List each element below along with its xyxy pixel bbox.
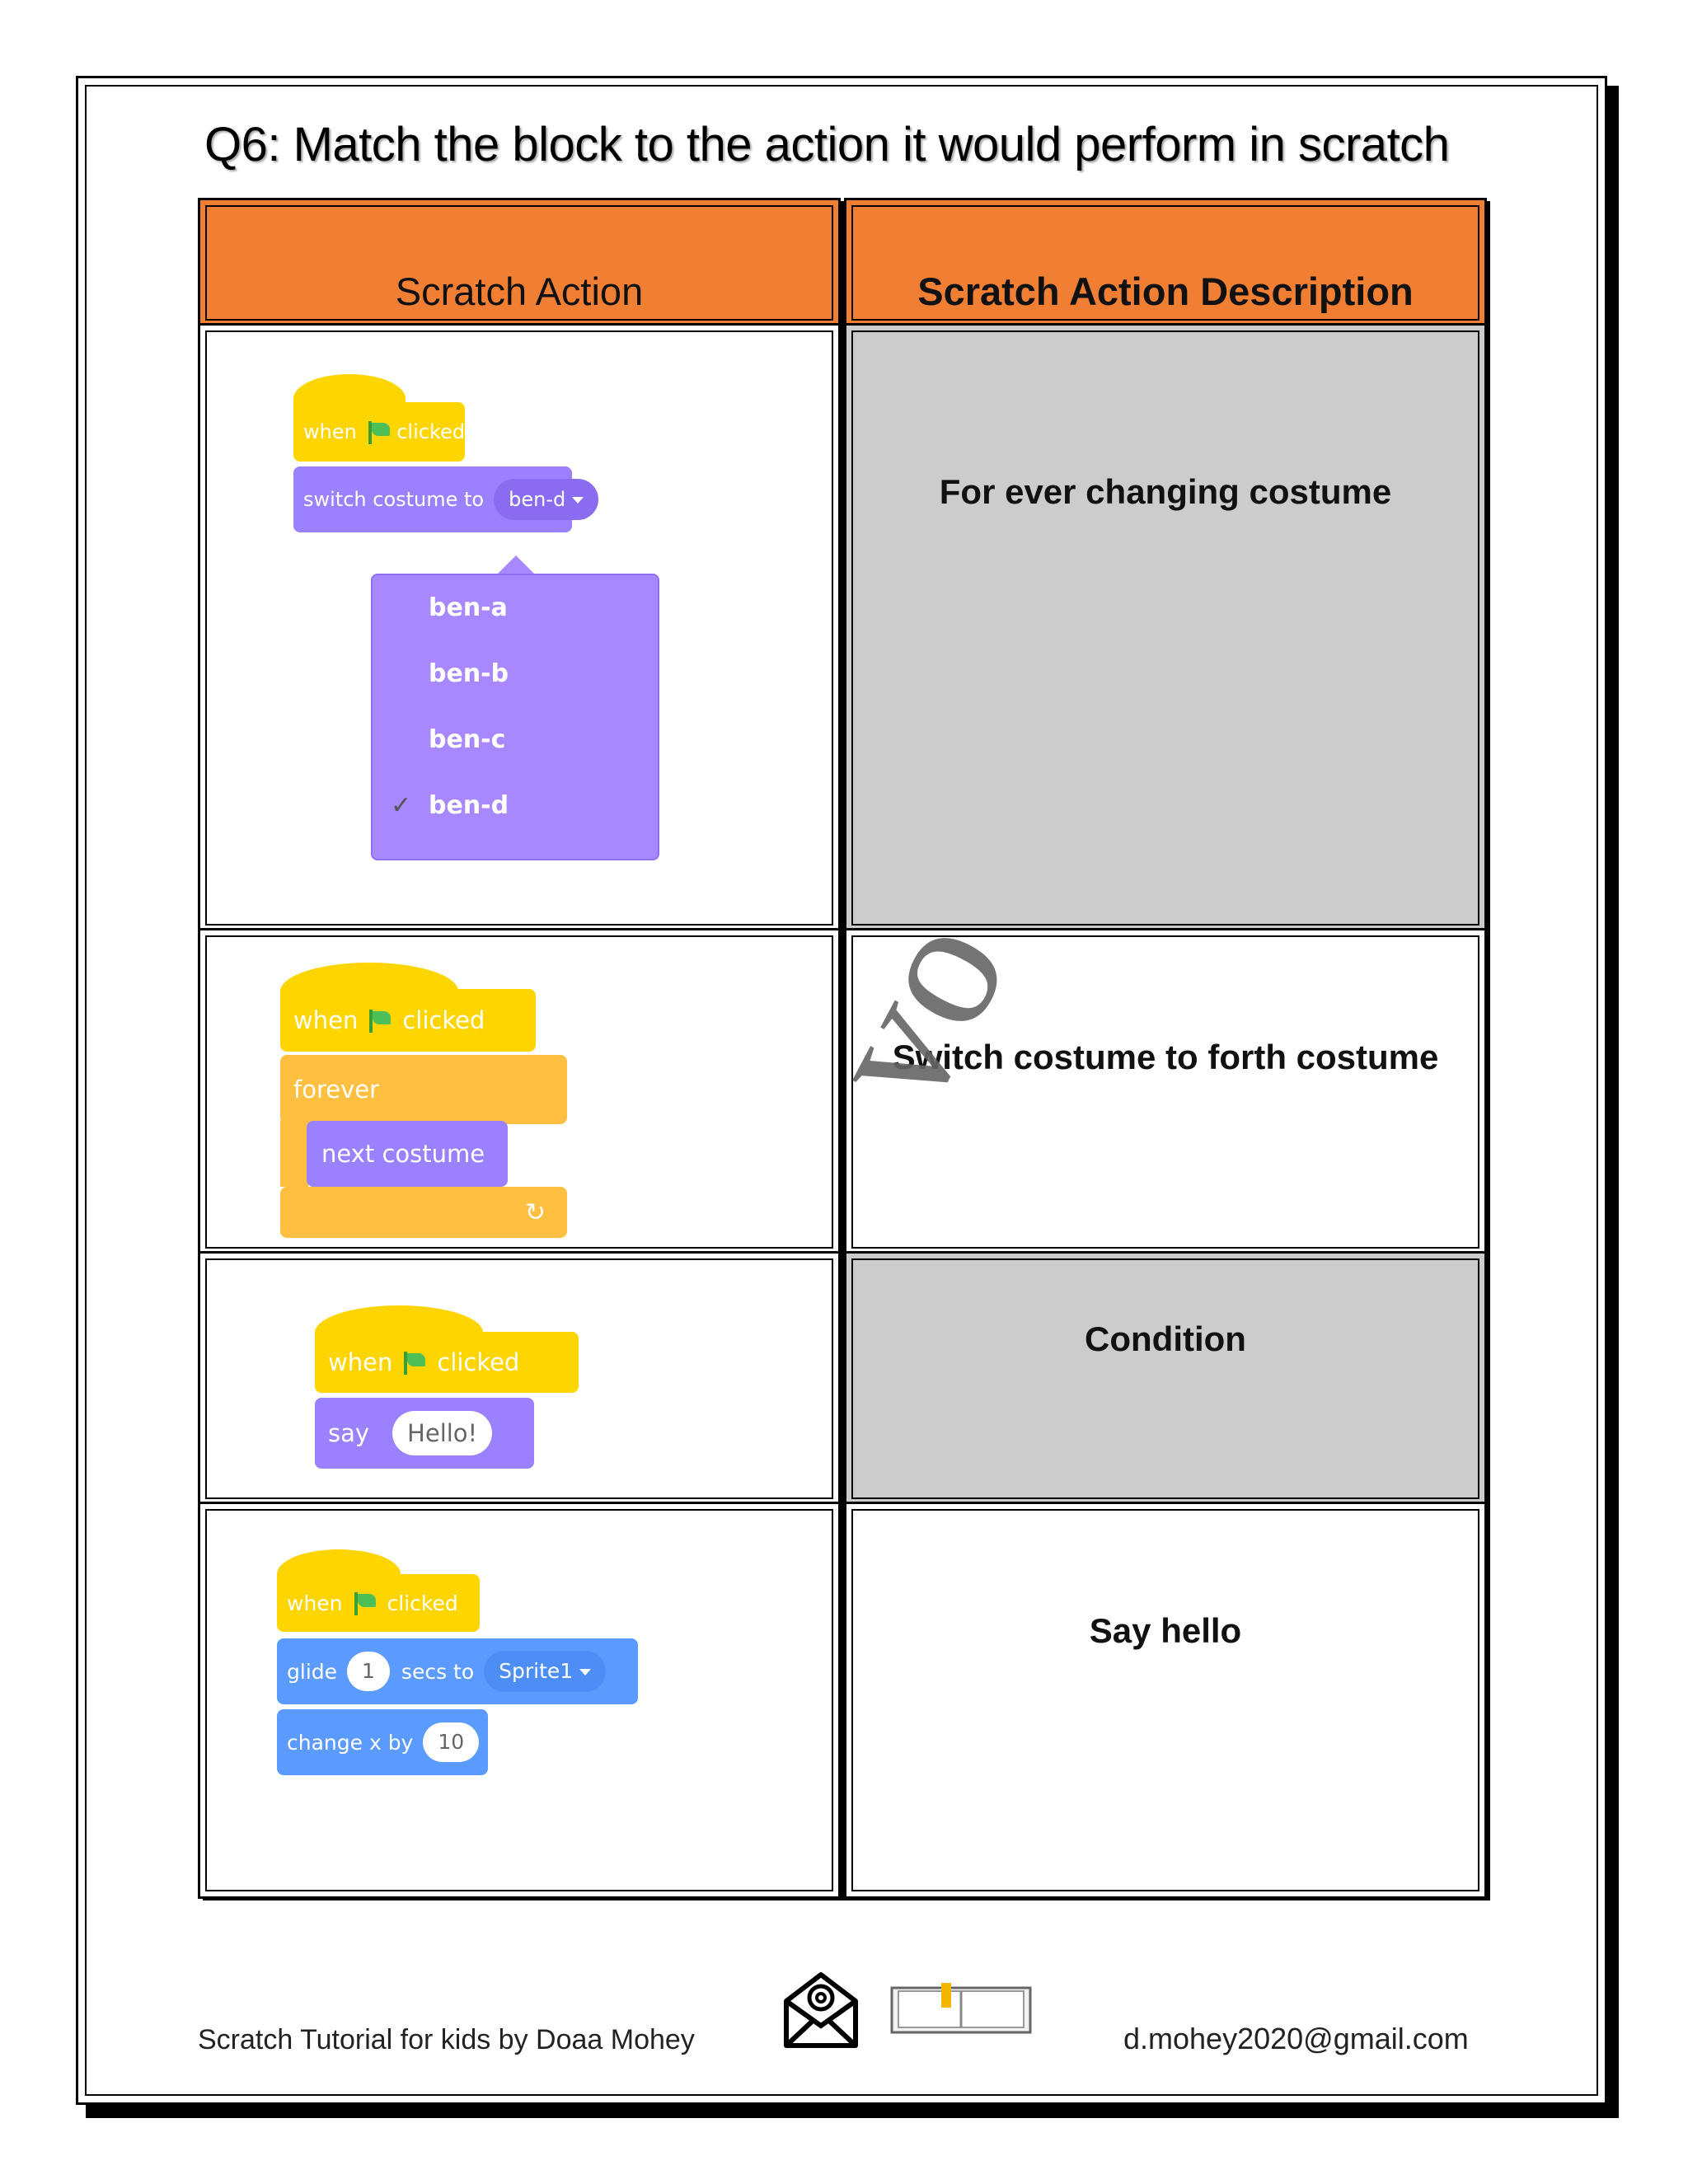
- description-cell-3: Condition: [844, 1251, 1487, 1507]
- costume-dropdown-menu: ben-a ben-b ben-c ✓ ben-d: [371, 574, 659, 860]
- forever-block: forever: [280, 1055, 567, 1124]
- description-cell-2: Switch costume to forth costume: [844, 928, 1487, 1256]
- when-flag-clicked-block: when clicked: [277, 1574, 480, 1632]
- header-description-label: Scratch Action Description: [917, 269, 1414, 313]
- header-cell-action: Scratch Action: [198, 198, 841, 328]
- green-flag-icon: [404, 1352, 426, 1375]
- description-1: For ever changing costume: [939, 472, 1392, 511]
- checkmark-icon: ✓: [391, 792, 412, 819]
- description-2: Switch costume to forth costume: [892, 1038, 1439, 1076]
- header-cell-description: Scratch Action Description: [844, 198, 1487, 328]
- forever-block-arm: [280, 1121, 308, 1187]
- glide-target-dropdown[interactable]: Sprite1: [484, 1651, 607, 1692]
- dropdown-item[interactable]: ben-a: [429, 593, 508, 622]
- description-3: Condition: [1085, 1319, 1246, 1358]
- next-costume-block: next costume: [307, 1121, 508, 1187]
- question-title: Q6: Match the block to the action it wou…: [204, 118, 1450, 171]
- caret-down-icon: [579, 1669, 592, 1675]
- dropdown-item[interactable]: ben-b: [429, 659, 509, 688]
- costume-dropdown[interactable]: ben-d: [494, 479, 599, 520]
- when-flag-clicked-block: when clicked: [280, 989, 536, 1052]
- when-flag-clicked-block: when clicked: [293, 402, 465, 462]
- dropdown-item[interactable]: ben-c: [429, 725, 506, 754]
- glide-seconds-input[interactable]: 1: [347, 1652, 390, 1691]
- say-text-input[interactable]: Hello!: [392, 1411, 493, 1455]
- footer-email: d.mohey2020@gmail.com: [1123, 2022, 1469, 2055]
- loop-arrow-icon: ↻: [524, 1197, 546, 1227]
- change-x-block: change x by 10: [277, 1709, 488, 1775]
- book-icon: [890, 1983, 1032, 2034]
- footer-credit: Scratch Tutorial for kids by Doaa Mohey: [198, 2024, 695, 2055]
- description-4: Say hello: [1089, 1611, 1242, 1650]
- header-action-label: Scratch Action: [395, 269, 644, 313]
- green-flag-icon: [368, 421, 391, 444]
- change-x-input[interactable]: 10: [423, 1722, 480, 1762]
- when-flag-clicked-block: when clicked: [315, 1332, 579, 1393]
- switch-costume-block: switch costume to ben-d: [293, 466, 599, 532]
- forever-block-bottom: ↻: [280, 1187, 567, 1238]
- green-flag-icon: [369, 1010, 392, 1033]
- green-flag-icon: [354, 1592, 376, 1615]
- email-icon: [784, 1972, 858, 2048]
- dropdown-pointer: [498, 555, 534, 574]
- say-block: say Hello!: [315, 1398, 534, 1469]
- description-cell-1: For ever changing costume: [844, 323, 1487, 933]
- glide-block: glide 1 secs to Sprite1: [277, 1638, 638, 1704]
- dropdown-item[interactable]: ben-d: [429, 791, 509, 820]
- caret-down-icon: [572, 497, 584, 504]
- description-cell-4: Say hello: [844, 1502, 1487, 1899]
